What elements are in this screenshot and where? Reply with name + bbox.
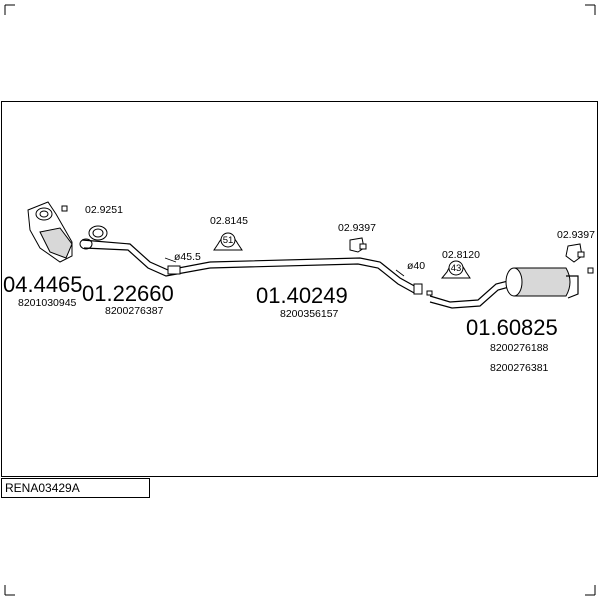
diagram-frame [1, 101, 598, 477]
part-2-oem: 8200276387 [105, 305, 164, 317]
rear-silencer[interactable] [429, 267, 594, 309]
clamp-51[interactable]: 51 [213, 232, 243, 251]
diameter-40-label: ø40 [407, 260, 425, 272]
hanger-2[interactable] [565, 243, 585, 263]
diagram-code: RENA03429A [5, 481, 80, 495]
gasket-ring[interactable] [88, 225, 108, 241]
part-4-number: 01.60825 [466, 315, 558, 340]
part-2-number: 01.22660 [82, 281, 174, 306]
diameter-45-label: ø45.5 [174, 251, 201, 263]
clamp-43-size: 43 [451, 263, 462, 274]
clamp-43[interactable]: 43 [440, 260, 471, 279]
catalytic-converter[interactable] [27, 201, 73, 263]
clamp-51-size: 51 [223, 235, 234, 246]
gasket-label: 02.9251 [85, 204, 123, 216]
middle-pipe[interactable] [209, 257, 423, 295]
pipe-end-marker [426, 290, 433, 296]
hanger-2-label: 02.9397 [557, 229, 595, 241]
part-3-oem: 8200356157 [280, 308, 339, 320]
hanger-1-label: 02.9397 [338, 222, 376, 234]
corner-marks [4, 4, 596, 596]
part-4-oem-1: 8200276188 [490, 342, 549, 354]
clamp-51-label: 02.8145 [210, 215, 248, 227]
front-pipe[interactable] [79, 238, 211, 277]
clamp-43-label: 02.8120 [442, 249, 480, 261]
hanger-1[interactable] [349, 237, 367, 253]
part-1-oem: 8201030945 [18, 297, 77, 309]
diagram-code-box: RENA03429A [1, 478, 150, 498]
part-1-number: 04.4465 [3, 272, 83, 297]
part-4-oem-2: 8200276381 [490, 362, 549, 374]
part-3-number: 01.40249 [256, 283, 348, 308]
